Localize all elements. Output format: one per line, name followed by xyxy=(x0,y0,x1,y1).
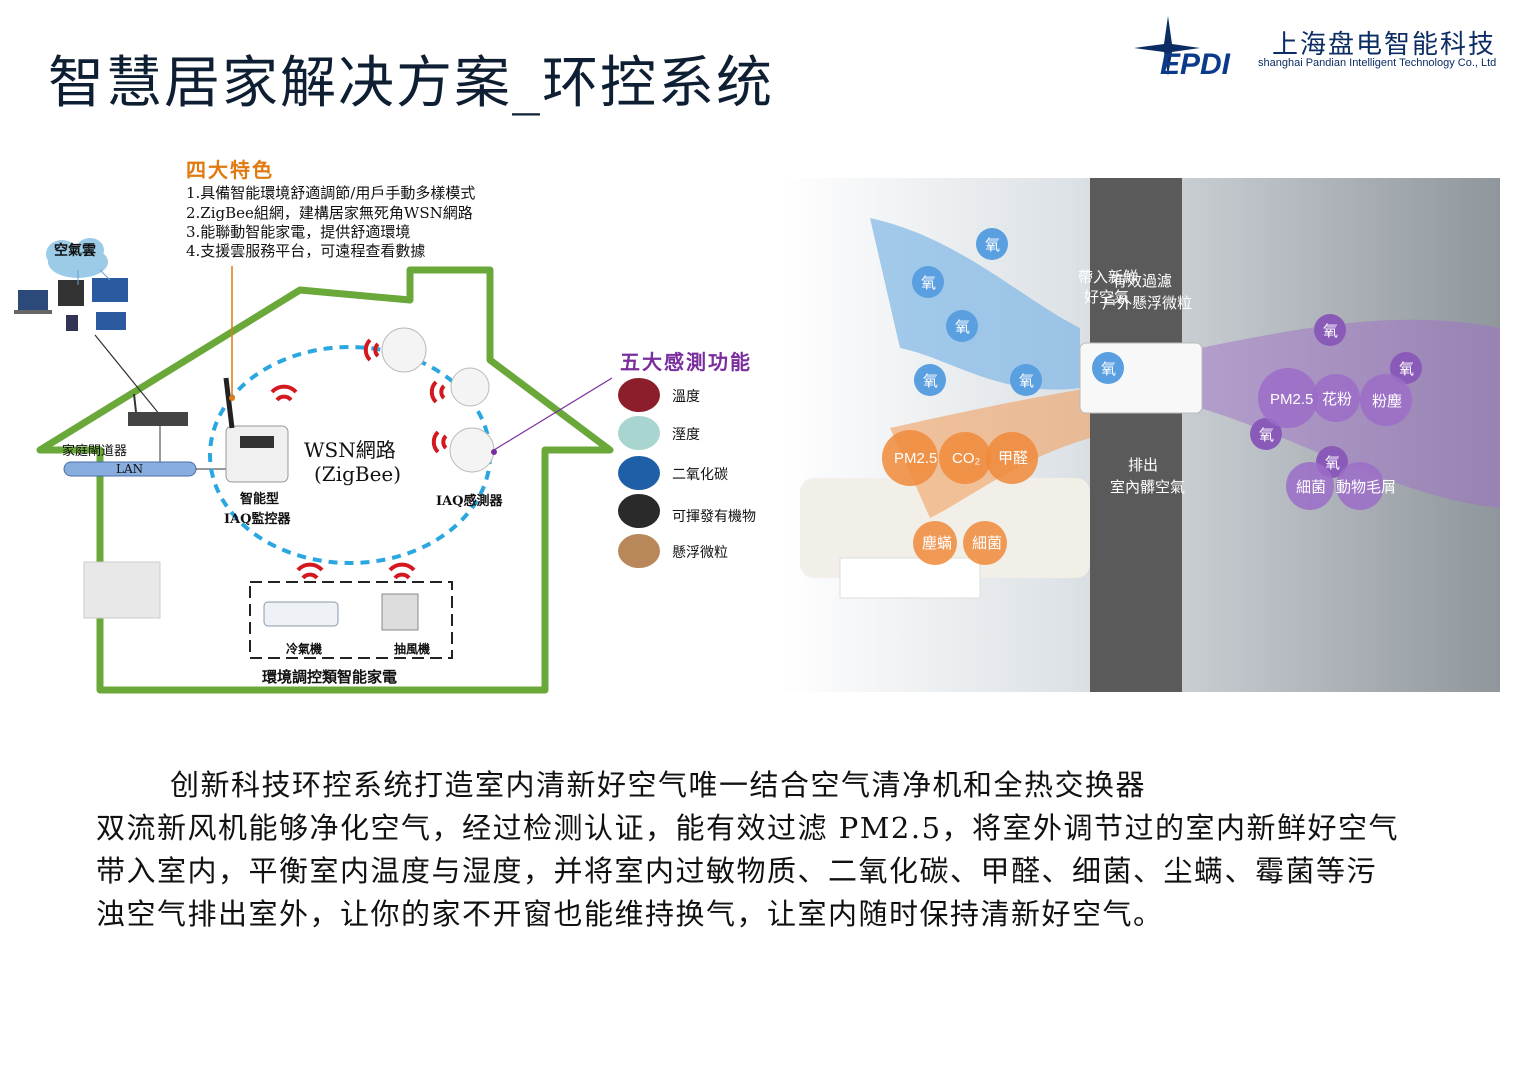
house-outline xyxy=(36,266,614,694)
pm25-icon xyxy=(618,534,660,568)
svg-text:氧: 氧 xyxy=(1325,455,1340,472)
monitor-label-1: 智能型 xyxy=(240,492,280,507)
router-icon xyxy=(128,393,188,426)
svg-text:帶入新鮮: 帶入新鮮 xyxy=(1078,269,1138,286)
svg-text:室內髒空氣: 室內髒空氣 xyxy=(1110,479,1185,496)
ventilator-unit xyxy=(83,561,161,619)
sensing-item: 懸浮微粒 xyxy=(672,545,728,561)
computers-icon xyxy=(14,269,128,331)
sensing-item: 溼度 xyxy=(672,427,700,443)
oxygen-bubbles: 氧 氧 氧 氧 氧 氧 氧 氧 氧 氧 xyxy=(912,228,1422,478)
paragraph-line1: 创新科技环控系统打造室内清新好空气唯一结合空气清净机和全热交换器 xyxy=(170,768,1147,802)
description-paragraph: 创新科技环控系统打造室内清新好空气唯一结合空气清净机和全热交换器 双流新风机能够… xyxy=(96,764,1406,936)
features-heading: 四大特色 xyxy=(186,158,274,182)
svg-text:細菌: 細菌 xyxy=(1296,479,1326,496)
ac-label: 冷氣機 xyxy=(286,642,323,656)
svg-text:CO₂: CO₂ xyxy=(952,450,981,467)
exhaust-fan-icon xyxy=(381,593,419,631)
svg-text:細菌: 細菌 xyxy=(972,535,1002,552)
svg-text:有效過濾: 有效過濾 xyxy=(1112,273,1172,290)
fan-label: 抽風機 xyxy=(394,642,431,656)
indoor-pollutant-bubbles: PM2.5 CO₂ 甲醛 塵蟎 細菌 xyxy=(882,430,1038,565)
feature-item: 2.ZigBee組網，建構居家無死角WSN網路 xyxy=(186,204,473,222)
svg-text:PM2.5: PM2.5 xyxy=(1270,391,1313,408)
svg-text:排出: 排出 xyxy=(1128,457,1158,474)
page-title: 智慧居家解决方案_环控系统 xyxy=(48,51,774,116)
feature-item: 1.具備智能環境舒適調節/用戶手動多樣模式 xyxy=(186,184,476,202)
feature-item: 3.能聯動智能家電，提供舒適環境 xyxy=(186,223,411,241)
sensor-label: IAQ感測器 xyxy=(436,494,503,509)
wall-column xyxy=(1090,178,1182,692)
coffee-table xyxy=(839,557,981,599)
sensing-item: 二氧化碳 xyxy=(672,467,728,483)
svg-text:氧: 氧 xyxy=(923,373,938,390)
voc-skull-icon xyxy=(618,494,660,528)
svg-text:氧: 氧 xyxy=(1323,323,1338,340)
cloud-label: 空氣雲 xyxy=(54,243,96,259)
company-name-cn: 上海盘电智能科技 xyxy=(1272,30,1497,60)
svg-text:氧: 氧 xyxy=(921,275,936,292)
ventilation-illustration: 帶入新鮮 好空氣 有效過濾 戶外懸浮微粒 排出 室內髒空氣 PM2.5 CO₂ … xyxy=(780,178,1500,692)
sensing-item: 溫度 xyxy=(672,389,700,405)
gateway-label: 家庭閘道器 xyxy=(62,444,128,459)
svg-text:塵蟎: 塵蟎 xyxy=(922,534,952,552)
lan-label: LAN xyxy=(116,462,144,476)
wsn-label-1: WSN網路 xyxy=(304,438,396,462)
appliances-caption: 環境調控類智能家電 xyxy=(262,668,398,686)
water-drop-icon xyxy=(618,416,660,450)
paragraph-rest: 双流新风机能够净化空气，经过检测认证，能有效过滤 PM2.5，将室外调节过的室内… xyxy=(96,811,1400,931)
co2-cloud-icon xyxy=(618,456,660,490)
svg-text:氧: 氧 xyxy=(955,319,970,336)
monitor-label-2: IAQ監控器 xyxy=(224,512,291,527)
wifi-signal-icon xyxy=(270,338,448,580)
company-name-en: shanghai Pandian Intelligent Technology … xyxy=(1258,57,1497,69)
logo-mark: EPDI xyxy=(1160,48,1231,80)
wsn-label-2: (ZigBee) xyxy=(314,462,402,486)
svg-text:氧: 氧 xyxy=(1399,361,1414,378)
svg-text:氧: 氧 xyxy=(985,237,1000,254)
svg-text:粉塵: 粉塵 xyxy=(1372,392,1402,410)
outdoor-pollutant-bubbles: PM2.5 花粉 粉塵 細菌 動物毛屑 xyxy=(1258,368,1412,510)
svg-text:PM2.5: PM2.5 xyxy=(894,450,937,467)
feature-item: 4.支援雲服務平台，可遠程查看數據 xyxy=(186,242,426,260)
sensing-heading: 五大感測功能 xyxy=(620,350,752,374)
svg-text:花粉: 花粉 xyxy=(1322,391,1352,408)
svg-text:動物毛屑: 動物毛屑 xyxy=(1336,479,1396,496)
home-network-diagram xyxy=(14,238,614,694)
iaq-sensor-icon xyxy=(381,327,495,473)
star-icon xyxy=(1134,16,1200,76)
svg-text:氧: 氧 xyxy=(1101,361,1116,378)
svg-text:好空氣: 好空氣 xyxy=(1084,289,1129,306)
sensing-item: 可揮發有機物 xyxy=(672,509,756,525)
svg-text:氧: 氧 xyxy=(1019,373,1034,390)
svg-text:甲醛: 甲醛 xyxy=(998,450,1028,467)
company-logo: EPDI xyxy=(1134,16,1231,80)
svg-text:氧: 氧 xyxy=(1259,427,1274,444)
cloud-icon xyxy=(46,238,108,278)
thermometer-icon xyxy=(618,378,660,412)
iaq-monitor-icon xyxy=(223,377,289,483)
appliances-box xyxy=(249,581,453,659)
svg-text:戶外懸浮微粒: 戶外懸浮微粒 xyxy=(1102,295,1192,312)
air-conditioner-icon xyxy=(263,601,339,627)
